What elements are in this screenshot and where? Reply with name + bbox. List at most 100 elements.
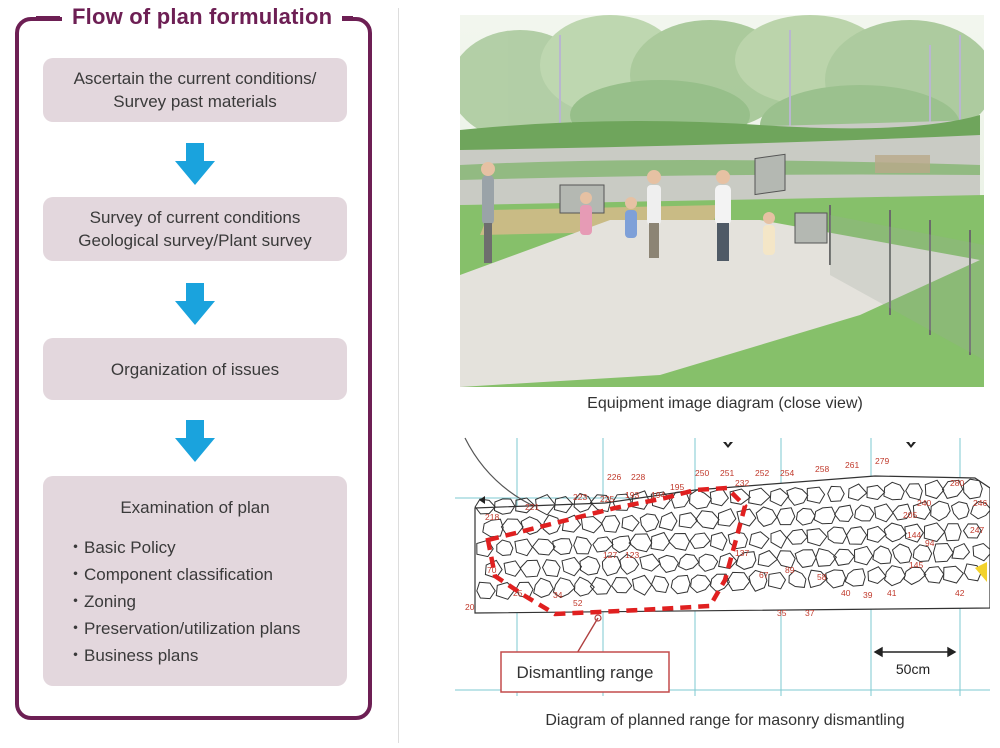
- masonry-stone: [658, 511, 678, 531]
- bullet-business-plans: ・Business plans: [67, 646, 199, 665]
- illustration-caption: Equipment image diagram (close view): [587, 395, 863, 412]
- masonry-stone: [806, 528, 828, 547]
- masonry-stone: [611, 535, 632, 554]
- stone-number-label: 221: [525, 502, 539, 512]
- stone-number-label: 226: [607, 472, 621, 482]
- masonry-stone: [718, 552, 738, 570]
- masonry-stone: [573, 576, 595, 597]
- masonry-stone: [735, 551, 757, 570]
- masonry-stone: [493, 498, 516, 515]
- scale-bar-label: 50cm: [896, 661, 930, 677]
- masonry-stone: [962, 478, 983, 500]
- stone-number-label: 37: [805, 608, 815, 618]
- masonry-stone: [589, 494, 611, 513]
- masonry-stone: [903, 566, 927, 586]
- masonry-stone: [963, 563, 982, 582]
- masonry-stone: [631, 574, 653, 596]
- masonry-stone: [883, 522, 907, 543]
- masonry-stone: [748, 569, 768, 592]
- masonry-stone: [770, 529, 788, 549]
- masonry-stone: [813, 506, 837, 525]
- equipment-illustration: [460, 15, 984, 387]
- masonry-stone: [827, 526, 848, 544]
- masonry-stone: [579, 555, 601, 576]
- masonry-stone: [827, 485, 845, 503]
- stone-number-label: 240: [917, 498, 931, 508]
- masonry-stone: [695, 510, 720, 530]
- bullet-component-classification: ・Component classification: [67, 565, 273, 584]
- masonry-stone: [601, 555, 622, 577]
- stone-number-label: 89: [785, 565, 795, 575]
- masonry-stone: [628, 533, 653, 553]
- stone-number-label: 279: [875, 456, 889, 466]
- masonry-stone: [930, 500, 951, 522]
- masonry-stone: [866, 525, 887, 543]
- masonry-stone: [923, 522, 946, 543]
- stone-number-label: 252: [755, 468, 769, 478]
- step-ascertain-conditions: Ascertain the current conditions/ Survey…: [43, 58, 347, 122]
- stone-number-label: 35: [777, 608, 787, 618]
- stone-number-label: 194: [651, 490, 665, 500]
- column-divider: [398, 8, 399, 743]
- masonry-stone: [891, 543, 913, 564]
- masonry-stone: [815, 548, 838, 567]
- stone-number-label: 25: [513, 588, 523, 598]
- masonry-stone: [972, 542, 990, 562]
- masonry-stone: [670, 574, 691, 595]
- masonry-stone: [515, 497, 536, 514]
- masonry-stone: [943, 565, 964, 584]
- masonry-stone: [748, 487, 771, 506]
- masonry-stone: [690, 574, 712, 594]
- masonry-stone: [476, 581, 496, 600]
- masonry-stone: [727, 531, 749, 550]
- masonry-stone: [794, 549, 817, 568]
- masonry-stone: [932, 542, 954, 563]
- masonry-stone: [833, 504, 854, 523]
- masonry-stone: [610, 576, 633, 594]
- masonry-stone: [970, 500, 990, 520]
- stone-number-label: 41: [887, 588, 897, 598]
- masonry-stone: [788, 569, 807, 588]
- masonry-stone: [923, 566, 945, 584]
- masonry-stone: [612, 493, 632, 511]
- masonry-stone: [658, 554, 679, 573]
- stone-number-label: 258: [815, 464, 829, 474]
- masonry-stone: [951, 542, 971, 560]
- stone-number-label: 205: [903, 510, 917, 520]
- masonry-stone: [866, 484, 886, 501]
- masonry-stone: [668, 532, 691, 551]
- masonry-stone: [786, 528, 809, 545]
- stone-number-label: 254: [780, 468, 794, 478]
- masonry-stone: [833, 548, 855, 566]
- stone-number-label: 42: [955, 588, 965, 598]
- masonry-stone: [541, 559, 561, 578]
- stone-number-label: 39: [863, 590, 873, 600]
- masonry-stone: [847, 483, 868, 501]
- flow-title: Flow of plan formulation: [62, 0, 343, 34]
- stone-number-label: 232: [735, 478, 749, 488]
- masonry-stone: [853, 545, 874, 566]
- masonry-stone: [776, 550, 796, 569]
- masonry-stone: [892, 503, 912, 521]
- masonry-stone: [757, 549, 779, 568]
- masonry-stone: [495, 581, 516, 600]
- stone-number-label: 52: [573, 598, 583, 608]
- masonry-stone: [500, 518, 524, 536]
- masonry-stone: [943, 523, 962, 542]
- stone-number-label: 247: [970, 525, 984, 535]
- stone-number-label: 58: [817, 572, 827, 582]
- stone-number-label: 67: [759, 570, 769, 580]
- masonry-stone: [496, 539, 514, 557]
- bullet-basic-policy: ・Basic Policy: [67, 538, 176, 557]
- masonry-stone: [552, 538, 573, 556]
- masonry-stone: [621, 514, 640, 532]
- masonry-stone: [619, 553, 640, 575]
- masonry-stone: [786, 487, 809, 506]
- masonry-stone: [769, 488, 790, 507]
- masonry-stone: [825, 569, 847, 589]
- masonry-stone: [912, 544, 933, 563]
- stone-number-label: 228: [631, 472, 645, 482]
- masonry-stone: [883, 481, 905, 501]
- masonry-stone: [807, 569, 829, 589]
